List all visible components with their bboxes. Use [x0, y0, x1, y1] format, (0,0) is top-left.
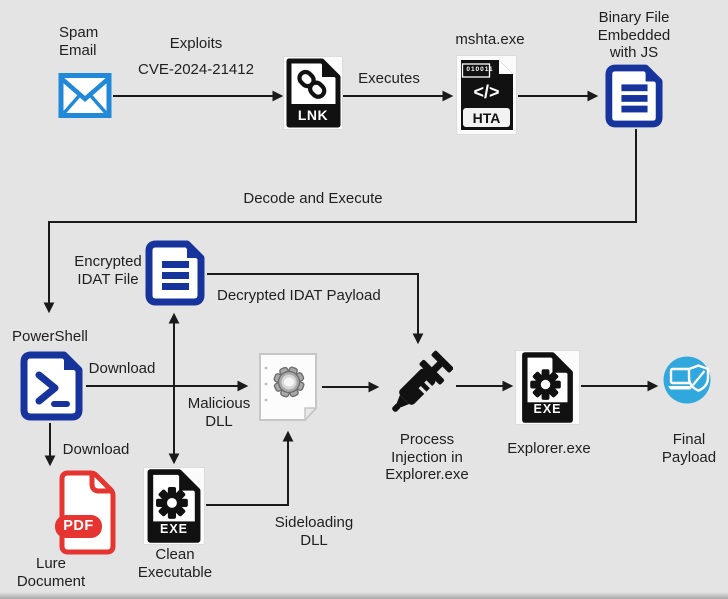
- binary-file-document-icon: [605, 64, 663, 128]
- mshta-label: mshta.exe: [455, 31, 525, 48]
- code-icon: </>: [473, 82, 500, 102]
- lnk-badge: LNK: [297, 107, 329, 123]
- decode-and-execute-label: Decode and Execute: [243, 190, 383, 207]
- binary-file-label: Binary File Embedded with JS: [597, 9, 671, 62]
- executes-label: Executes: [358, 70, 420, 87]
- powershell-icon: [20, 351, 83, 421]
- download-dll-label: Download: [88, 360, 156, 377]
- arrow-sideloading: [206, 430, 294, 506]
- encrypted-idat-label: Encrypted IDAT File: [74, 253, 142, 288]
- clean-executable-label: Clean Executable: [137, 546, 213, 581]
- malicious-dll-label: Malicious DLL: [187, 395, 251, 430]
- process-injection-label: Process Injection in Explorer.exe: [385, 431, 469, 484]
- pdf-file-icon: PDF: [55, 469, 117, 556]
- sideloading-dll-label: Sideloading DLL: [274, 514, 354, 549]
- hta-file-icon: 010011 </> HTA: [457, 56, 516, 134]
- arrow-idat-to-injection: [207, 273, 424, 345]
- download-pdf-label: Download: [62, 441, 130, 458]
- clean-exe-badge: EXE: [159, 522, 188, 536]
- explorer-exe-badge: EXE: [533, 402, 562, 416]
- shield-icon: [687, 364, 710, 392]
- explorer-exe-file-icon: EXE: [516, 351, 579, 424]
- gear-icon: [273, 366, 305, 398]
- bottom-vignette: [0, 592, 728, 599]
- explorer-exe-label: Explorer.exe: [507, 440, 591, 457]
- hta-badge: HTA: [472, 110, 501, 126]
- gear-icon: [156, 487, 188, 519]
- arrow-binary-to-powershell: [43, 129, 637, 314]
- decrypted-idat-label: Decrypted IDAT Payload: [217, 287, 381, 304]
- pdf-badge: PDF: [63, 518, 94, 534]
- powershell-label: PowerShell: [12, 328, 88, 345]
- final-payload-label: Final Payload: [661, 431, 717, 466]
- chain-link-icon: [297, 69, 327, 99]
- syringe-icon: [383, 349, 453, 422]
- exploit-cve-label: Exploits CVE-2024-21412: [138, 35, 254, 79]
- email-envelope-icon: [58, 72, 112, 119]
- hta-binary-bits: 010011: [466, 66, 494, 73]
- spam-email-label: Spam Email: [59, 24, 99, 59]
- gear-icon: [530, 369, 561, 400]
- clean-exe-file-icon: EXE: [144, 468, 204, 544]
- final-payload-shield-laptop-icon: [663, 356, 711, 404]
- lnk-file-icon: LNK: [284, 57, 342, 129]
- idat-file-document-icon: [145, 240, 205, 306]
- malicious-dll-file-icon: [256, 351, 320, 423]
- lure-document-label: Lure Document: [16, 555, 86, 590]
